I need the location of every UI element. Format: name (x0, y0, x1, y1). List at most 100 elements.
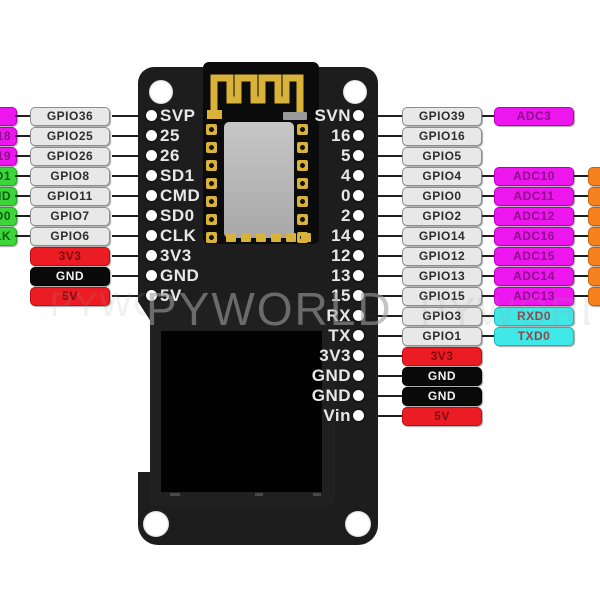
pin-dot (146, 150, 157, 161)
pin-label-box: GPIO8 (30, 167, 110, 186)
edge-tag (588, 287, 600, 306)
wire (482, 315, 494, 317)
module-pad (297, 142, 308, 153)
wire (365, 175, 402, 177)
pin-silk-label: 26 (160, 146, 180, 165)
pin-label-box: GPIO6 (30, 227, 110, 246)
pin-label-box: 5V (30, 287, 110, 306)
pin-label-box: GND (30, 267, 110, 286)
pin-label-box: GND (402, 387, 482, 406)
wire (574, 175, 588, 177)
function-tag: ADC16 (494, 227, 574, 246)
pin-dot (146, 170, 157, 181)
edge-tag (588, 247, 600, 266)
pin-label-box: 5V (402, 407, 482, 426)
pin-dot (353, 410, 364, 421)
wire (482, 175, 494, 177)
pin-dot (353, 230, 364, 241)
pin-silk-label: SVP (160, 106, 196, 125)
function-tag: TXD0 (494, 327, 574, 346)
wire (574, 195, 588, 197)
pin-silk-label: 12 (331, 246, 351, 265)
pin-label-box: GPIO1 (402, 327, 482, 346)
wire (482, 275, 494, 277)
pin-label-box: GPIO4 (402, 167, 482, 186)
module-pad (297, 124, 308, 135)
pin-dot (353, 110, 364, 121)
pin-silk-label: 25 (160, 126, 180, 145)
pin-silk-label: RX (326, 306, 351, 325)
pin-silk-label: 3V3 (160, 246, 192, 265)
wire (112, 255, 146, 257)
pin-label-box: GPIO25 (30, 127, 110, 146)
pin-label-box: GPIO12 (402, 247, 482, 266)
pin-dot (353, 210, 364, 221)
screen-mark (313, 493, 321, 496)
wire (112, 115, 146, 117)
function-tag: ADC3 (494, 107, 574, 126)
pin-label-box: GPIO5 (402, 147, 482, 166)
wire (15, 215, 30, 217)
module-shield (224, 122, 294, 238)
module-pad (206, 160, 217, 171)
wire (112, 195, 146, 197)
wire (574, 215, 588, 217)
wire (482, 215, 494, 217)
oled-screen (161, 331, 322, 492)
pin-silk-label: SD0 (160, 206, 195, 225)
pin-silk-label: 5 (341, 146, 351, 165)
module-pad (206, 232, 217, 243)
mounting-hole (343, 80, 367, 104)
pin-silk-label: TX (328, 326, 351, 345)
pin-silk-label: 16 (331, 126, 351, 145)
function-tag: ADC14 (494, 267, 574, 286)
pin-label-box: GPIO36 (30, 107, 110, 126)
module-pad (297, 196, 308, 207)
pin-dot (353, 390, 364, 401)
pin-silk-label: GND (311, 366, 351, 385)
wire (112, 175, 146, 177)
pin-dot (353, 290, 364, 301)
wire (112, 275, 146, 277)
pin-label-box: GPIO26 (30, 147, 110, 166)
wire (365, 355, 402, 357)
wire (365, 335, 402, 337)
wire (15, 235, 30, 237)
wire (15, 115, 30, 117)
wire (365, 295, 402, 297)
pin-dot (353, 170, 364, 181)
pin-dot (353, 310, 364, 321)
pin-dot (353, 150, 364, 161)
pin-label-box: GPIO11 (30, 187, 110, 206)
pin-label-box: GPIO13 (402, 267, 482, 286)
wire (482, 255, 494, 257)
pin-silk-label: 3V3 (319, 346, 351, 365)
module-pad (297, 214, 308, 225)
module-pad (206, 196, 217, 207)
pin-dot (353, 330, 364, 341)
pin-dot (146, 250, 157, 261)
pin-silk-label: 15 (331, 286, 351, 305)
wire (112, 295, 146, 297)
mounting-hole (345, 511, 371, 537)
module-pad (241, 233, 251, 242)
pin-label-box: GPIO15 (402, 287, 482, 306)
module-pad (206, 178, 217, 189)
pin-silk-label: 2 (341, 206, 351, 225)
pin-silk-label: SVN (314, 106, 351, 125)
pin-dot (353, 190, 364, 201)
pin-silk-label: 14 (331, 226, 351, 245)
edge-tag (588, 227, 600, 246)
wire (112, 135, 146, 137)
wire (15, 155, 30, 157)
wire (482, 115, 494, 117)
pin-dot (353, 130, 364, 141)
wire (365, 255, 402, 257)
pin-label-box: GPIO7 (30, 207, 110, 226)
pin-dot (146, 190, 157, 201)
module-pad (206, 214, 217, 225)
wire (365, 155, 402, 157)
pin-silk-label: CLK (160, 226, 197, 245)
screen-mark (255, 493, 263, 496)
